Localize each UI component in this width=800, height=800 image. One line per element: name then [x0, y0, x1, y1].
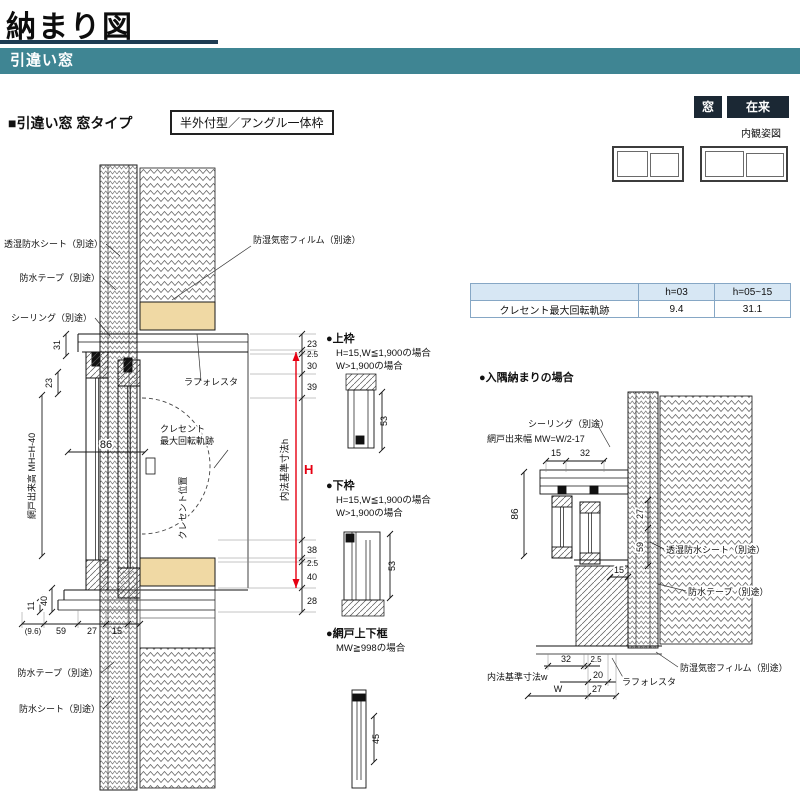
corner-section	[520, 391, 753, 700]
section-title: ■引違い窓 窓タイプ	[8, 115, 133, 131]
crescent-val-h03: 9.4	[638, 300, 715, 318]
detail-bottom-dim-53: 53	[387, 561, 397, 571]
dim-40-bottom: 40	[307, 572, 317, 582]
corner-dim-2-5-bottom: 2.5	[590, 655, 602, 664]
dim-23-left: 23	[44, 378, 54, 388]
dim-15: 15	[112, 626, 122, 636]
window-frame-section	[57, 333, 249, 611]
dim-27: 27	[87, 626, 97, 636]
detail-screen-cond1: MW≧998の場合	[336, 642, 406, 654]
dim-9-6: (9.6)	[25, 627, 42, 636]
label-bousui-sheet-bottom: 防水シート（別途）	[19, 703, 100, 714]
corner-label-laforesta: ラフォレスタ	[622, 677, 676, 687]
label-crescent-line2: 最大回転軌跡	[160, 435, 214, 446]
corner-dim-27: 27	[635, 509, 645, 519]
banner: 引違い窓	[0, 48, 800, 74]
corner-dim-32-top: 32	[580, 448, 590, 458]
page-title: 納まり図	[6, 11, 134, 44]
detail-top-cond2: W>1,900の場合	[336, 360, 403, 372]
label-toshitsu-sheet: 透湿防水シート（別途）	[4, 238, 103, 249]
dim-28: 28	[307, 596, 317, 606]
badge-zairai: 在来	[727, 96, 789, 118]
label-laforesta: ラフォレスタ	[184, 377, 238, 387]
corner-dim-W: W	[554, 684, 563, 694]
corner-label-tape: 防水テープ（別途）	[688, 586, 768, 597]
label-crescent-line1: クレセント	[160, 424, 205, 434]
corner-dim-27-bottom: 27	[592, 684, 602, 694]
corner-dim-15-mid: 15	[614, 565, 624, 575]
corner-label-film: 防湿気密フィルム（別途）	[680, 662, 788, 673]
window-elevation-icon-left	[612, 146, 684, 182]
label-boushitsu-film: 防湿気密フィルム（別途）	[253, 234, 361, 245]
window-pane	[705, 151, 744, 177]
interior-view-label: 内観姿図	[741, 129, 781, 140]
detail-screen-dim-45: 45	[371, 734, 381, 744]
label-bousui-tape-top: 防水テープ（別途）	[20, 272, 100, 283]
corner-label-naihou-w: 内法基準寸法w	[487, 671, 548, 682]
title-underline	[0, 40, 218, 44]
corner-dim-59: 59	[635, 542, 645, 552]
dim-11: 11	[26, 601, 36, 610]
window-type-box: 半外付型／アングル一体枠	[170, 110, 334, 135]
detail-top-title: ●上枠	[326, 331, 355, 345]
corner-label-toshitsu: 透湿防水シート（別途）	[666, 544, 765, 555]
dim-31: 31	[52, 340, 62, 350]
window-pane	[746, 153, 784, 177]
detail-bottom-cond2: W>1,900の場合	[336, 507, 403, 519]
crescent-col-h0515: h=05~15	[714, 283, 791, 301]
crescent-val-h0515: 31.1	[714, 300, 791, 318]
detail-top-dim-53: 53	[379, 416, 389, 426]
dim-2-5-top: 2.5	[307, 350, 319, 359]
detail-bottom-frame	[341, 530, 394, 617]
detail-top-cond1: H=15,W≦1,900の場合	[336, 347, 431, 359]
label-sealing: シーリング（別途）	[11, 312, 92, 323]
main-wall-section	[99, 164, 216, 791]
dim-59: 59	[56, 626, 66, 636]
crescent-row-label: クレセント最大回転軌跡	[470, 300, 639, 318]
crescent-table: h=03 h=05~15 クレセント最大回転軌跡 9.4 31.1	[470, 283, 791, 318]
dim-23-top: 23	[307, 339, 317, 349]
main-leader-lines	[94, 243, 252, 710]
corner-dim-86: 86	[510, 508, 521, 520]
window-pane	[617, 151, 648, 177]
dim-2-5-bottom: 2.5	[307, 559, 319, 568]
crescent-swing-arc	[141, 397, 211, 535]
corner-label-sealing: シーリング（別途）	[528, 418, 609, 429]
corner-dim-32-bottom: 32	[561, 654, 571, 664]
detail-bottom-title: ●下枠	[326, 478, 355, 492]
dim-40-left: 40	[39, 596, 49, 606]
main-dimensions	[18, 330, 316, 628]
banner-label: 引違い窓	[10, 52, 75, 69]
label-naihou-h: 内法基準寸法h	[279, 439, 291, 501]
corner-title: ●入隅納まりの場合	[479, 370, 575, 384]
detail-bottom-cond1: H=15,W≦1,900の場合	[336, 494, 431, 506]
detail-top-frame	[345, 373, 386, 454]
dim-38: 38	[307, 545, 317, 555]
corner-dim-15-top: 15	[551, 448, 561, 458]
label-H-red: H	[304, 462, 313, 477]
detail-screen-rail	[351, 689, 378, 789]
label-screen-height: 網戸出来高 MH=H-40	[26, 433, 37, 519]
badge-window: 窓	[694, 96, 722, 118]
corner-dim-20: 20	[593, 670, 603, 680]
window-elevation-icon-right	[700, 146, 788, 182]
dim-86: 86	[100, 439, 112, 451]
window-pane	[650, 153, 679, 177]
crescent-lock	[145, 457, 156, 475]
crescent-col-h03: h=03	[638, 283, 715, 301]
corner-label-screen-width: 網戸出来幅 MW=W/2-17	[487, 433, 585, 444]
dim-39: 39	[307, 382, 317, 392]
label-bousui-tape-bottom: 防水テープ（別途）	[18, 667, 98, 678]
detail-screen-title: ●網戸上下框	[326, 626, 388, 640]
dim-30: 30	[307, 361, 317, 371]
label-crescent-position: クレセント位置	[177, 476, 188, 539]
